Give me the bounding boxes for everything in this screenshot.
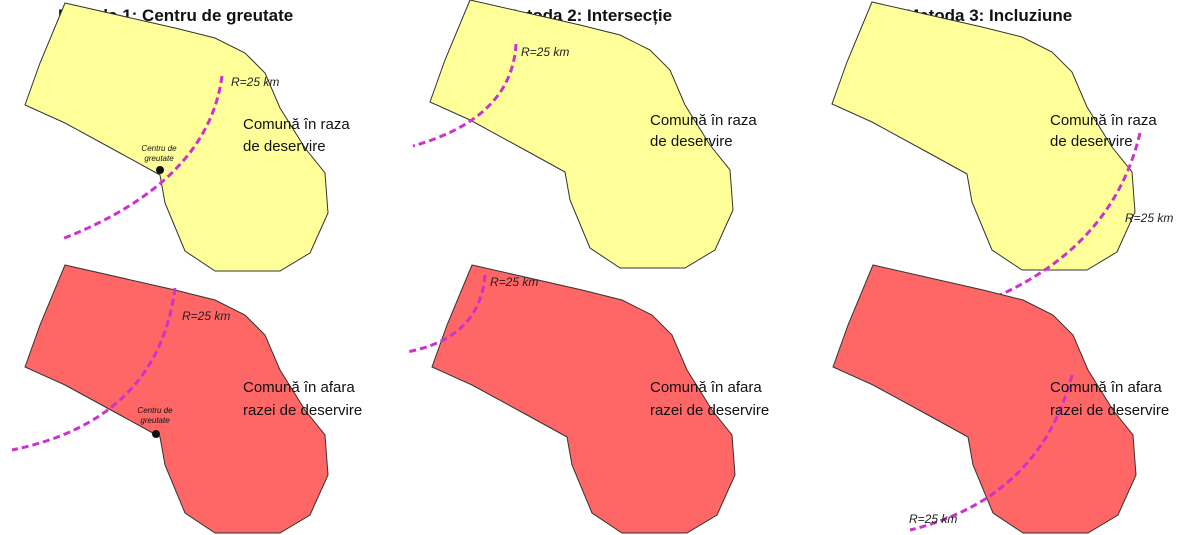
centroid-label: Centru de bbox=[137, 406, 173, 415]
inside-label: Comună în raza bbox=[1050, 112, 1157, 129]
radius-arc bbox=[909, 374, 1074, 532]
outside-label: Comună în afara bbox=[1050, 379, 1162, 396]
outside-label: razei de deservire bbox=[243, 402, 362, 419]
centroid-point bbox=[156, 166, 164, 174]
centroid-label: greutate bbox=[144, 154, 174, 163]
centroid-label: Centru de bbox=[141, 144, 177, 153]
radius-label: R=25 km bbox=[1125, 211, 1173, 225]
centroid-label: greutate bbox=[140, 416, 170, 425]
inside-label: de deservire bbox=[243, 138, 326, 155]
method-3-panel: R=25 km Comună în raza de deservire R=25… bbox=[831, 1, 1173, 534]
radius-arc bbox=[11, 287, 177, 452]
radius-label: R=25 km bbox=[909, 512, 957, 526]
radius-label: R=25 km bbox=[231, 75, 279, 89]
inside-label: Comună în raza bbox=[243, 116, 350, 133]
radius-label: R=25 km bbox=[490, 275, 538, 289]
radius-arc bbox=[61, 75, 224, 241]
radius-arc bbox=[412, 43, 518, 148]
radius-label: R=25 km bbox=[521, 45, 569, 59]
centroid-point bbox=[152, 430, 160, 438]
inside-label: de deservire bbox=[1050, 133, 1133, 150]
commune-polygon-inside bbox=[24, 2, 329, 272]
commune-polygon-outside bbox=[431, 264, 736, 534]
outside-label: razei de deservire bbox=[1050, 402, 1169, 419]
inside-label: Comună în raza bbox=[650, 112, 757, 129]
commune-polygon-outside bbox=[832, 264, 1137, 534]
outside-label: Comună în afara bbox=[243, 379, 355, 396]
method-2-panel: R=25 km Comună în raza de deservire R=25… bbox=[406, 0, 769, 534]
outside-label: Comună în afara bbox=[650, 379, 762, 396]
radius-label: R=25 km bbox=[182, 309, 230, 323]
inside-label: de deservire bbox=[650, 133, 733, 150]
method-1-panel: R=25 km Centru de greutate Comună în raz… bbox=[11, 2, 362, 534]
outside-label: razei de deservire bbox=[650, 402, 769, 419]
radius-arc bbox=[406, 274, 487, 354]
commune-polygon-outside bbox=[24, 264, 329, 534]
